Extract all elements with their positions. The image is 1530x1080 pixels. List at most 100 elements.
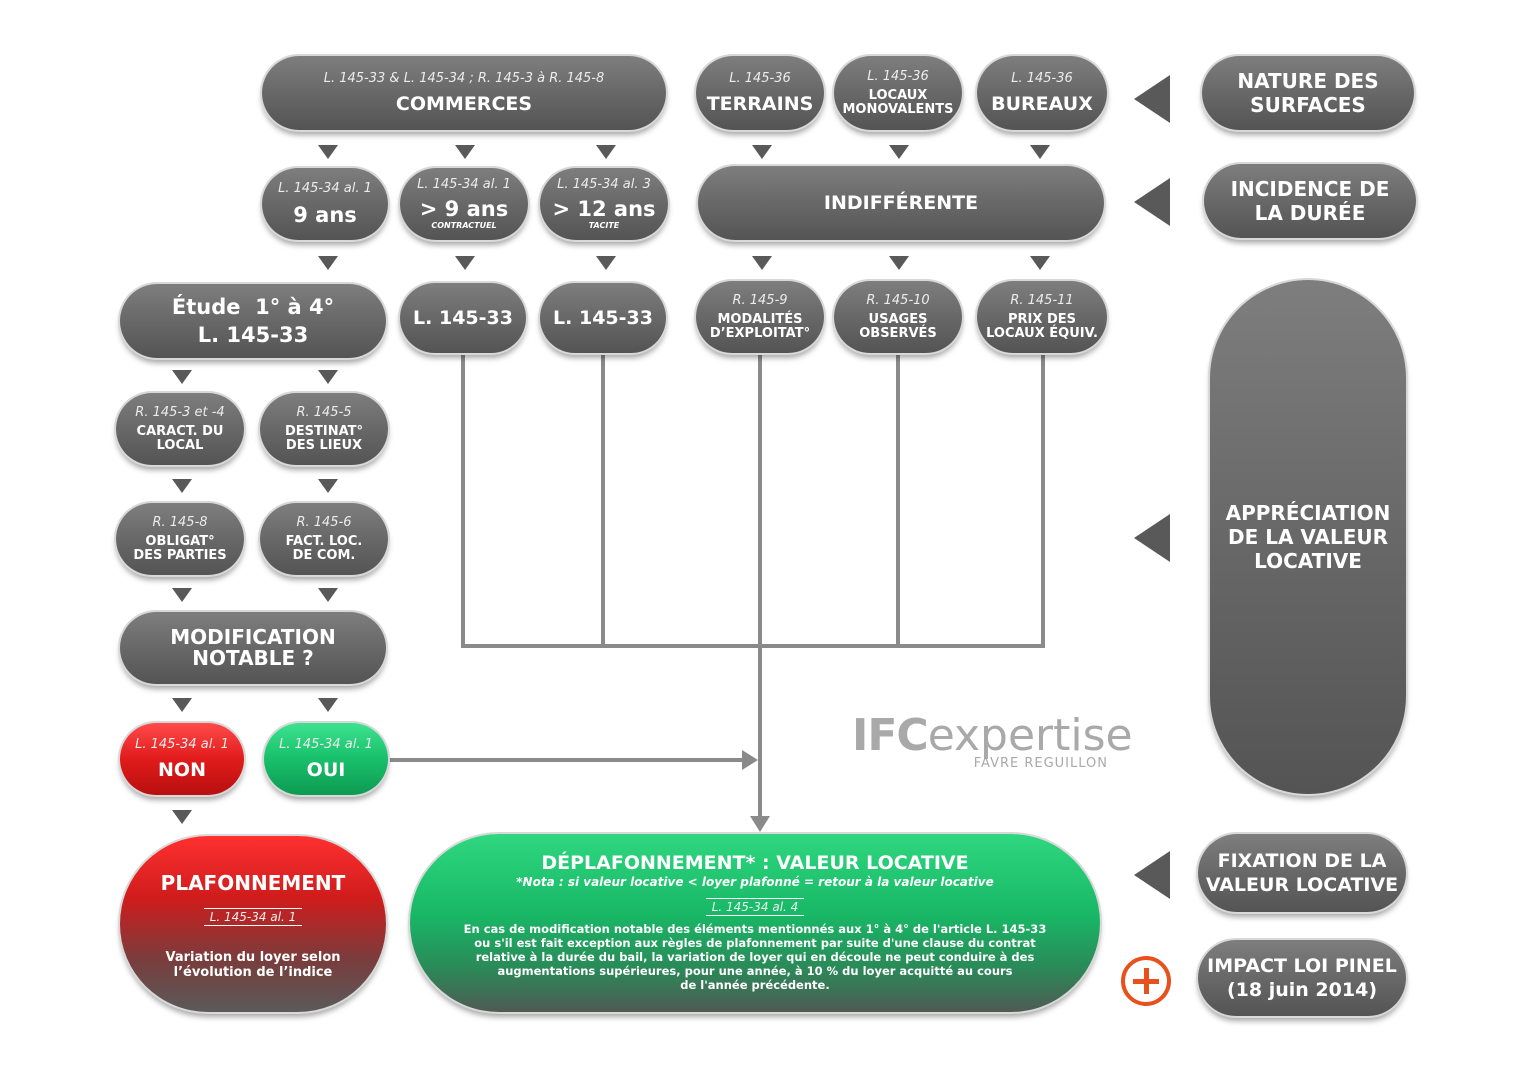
- non-ref: L. 145-34 al. 1: [135, 737, 229, 752]
- incidence-line1: INCIDENCE DE: [1230, 177, 1390, 201]
- plafonnement-line2: l’évolution de l’indice: [173, 965, 333, 980]
- usages-line1: USAGES: [868, 312, 928, 327]
- locaux-monovalents-node: L. 145-36 LOCAUX MONOVALENTS: [834, 56, 962, 130]
- etude-line2: L. 145-33: [197, 323, 309, 347]
- indifferente-label: INDIFFÉRENTE: [823, 192, 979, 214]
- caract-local-node: R. 145-3 et -4 CARACT. DU LOCAL: [116, 393, 244, 465]
- modalites-line2: D’EXPLOITAT°: [709, 326, 811, 341]
- nature-surfaces-category: NATURE DES SURFACES: [1202, 56, 1414, 130]
- duree-9-ans-node: L. 145-34 al. 1 9 ans: [262, 168, 388, 240]
- non-label: NON: [158, 759, 206, 781]
- arrow-down-icon: [596, 256, 616, 270]
- deplafonnement-ref: L. 145-34 al. 4: [705, 898, 805, 916]
- arrow-down-icon: [172, 370, 192, 384]
- plafonnement-line1: Variation du loyer selon: [165, 950, 341, 965]
- arrow-down-icon: [318, 588, 338, 602]
- duree-gt9-ref: L. 145-34 al. 1: [417, 177, 511, 192]
- l145-33-label-a: L. 145-33: [413, 307, 513, 329]
- usages-ref: R. 145-10: [866, 293, 930, 308]
- deplafonnement-body-4: augmentations supérieures, pour une anné…: [497, 964, 1013, 978]
- obligat-parties-node: R. 145-8 OBLIGAT° DES PARTIES: [116, 503, 244, 575]
- obligat-ref: R. 145-8: [152, 515, 208, 530]
- appreciation-line3: LOCATIVE: [1254, 549, 1362, 573]
- obligat-line2: DES PARTIES: [133, 548, 227, 563]
- ifc-expertise-logo: IFCexpertise FAVRE REGUILLON: [852, 710, 1133, 776]
- nature-line2: SURFACES: [1250, 93, 1366, 117]
- usages-line2: OBSERVÉS: [859, 326, 937, 341]
- destinat-ref: R. 145-5: [296, 405, 352, 420]
- arrow-down-icon: [318, 698, 338, 712]
- commerces-node: L. 145-33 & L. 145-34 ; R. 145-3 à R. 14…: [262, 56, 666, 130]
- impact-line1: IMPACT LOI PINEL: [1207, 955, 1397, 977]
- arrow-down-icon: [318, 479, 338, 493]
- obligat-line1: OBLIGAT°: [145, 534, 215, 549]
- bureaux-node: L. 145-36 BUREAUX: [977, 56, 1107, 130]
- l145-33-label-b: L. 145-33: [553, 307, 653, 329]
- triangle-left-icon: [1134, 75, 1170, 123]
- fact-loc-node: R. 145-6 FACT. LOC. DE COM.: [260, 503, 388, 575]
- locaux-ref: L. 145-36: [867, 69, 929, 84]
- logo-tagline: FAVRE REGUILLON: [973, 756, 1108, 771]
- arrow-down-icon: [318, 145, 338, 159]
- fact-ref: R. 145-6: [296, 515, 352, 530]
- arrowhead-right: [742, 750, 758, 770]
- commerces-ref: L. 145-33 & L. 145-34 ; R. 145-3 à R. 14…: [323, 71, 605, 86]
- duree-gt12-ref: L. 145-34 al. 3: [557, 177, 651, 192]
- incidence-duree-category: INCIDENCE DE LA DURÉE: [1204, 164, 1416, 238]
- appreciation-line1: APPRÉCIATION: [1225, 501, 1391, 525]
- arrow-down-icon: [889, 256, 909, 270]
- arrow-down-icon: [172, 810, 192, 824]
- bureaux-ref: L. 145-36: [1011, 71, 1073, 86]
- modification-notable-node: MODIFICATION NOTABLE ?: [120, 612, 386, 684]
- modalites-node: R. 145-9 MODALITÉS D’EXPLOITAT°: [696, 281, 824, 353]
- modif-line1: MODIFICATION: [170, 625, 336, 649]
- arrowhead-down: [750, 816, 770, 832]
- fixation-line1: FIXATION DE LA: [1217, 850, 1387, 872]
- deplafonnement-body-5: de l'année précédente.: [680, 978, 830, 992]
- logo-brand-bold: IFC: [852, 710, 929, 761]
- modalites-line1: MODALITÉS: [717, 312, 803, 327]
- triangle-left-icon: [1134, 514, 1170, 562]
- oui-label: OUI: [306, 759, 346, 781]
- bureaux-label: BUREAUX: [991, 93, 1093, 115]
- deplafonnement-body-2: ou s'il est fait exception aux règles de…: [474, 936, 1036, 950]
- duree-gt9-sub: CONTRACTUEL: [431, 221, 497, 230]
- arrow-down-icon: [1030, 145, 1050, 159]
- appreciation-category: APPRÉCIATION DE LA VALEUR LOCATIVE: [1210, 280, 1406, 794]
- l145-33-node-b: L. 145-33: [540, 283, 666, 353]
- nature-line1: NATURE DES: [1237, 69, 1379, 93]
- duree-9-ref: L. 145-34 al. 1: [278, 181, 372, 196]
- locaux-line2: MONOVALENTS: [842, 102, 954, 117]
- deplafonnement-body-1: En cas de modification notable des éléme…: [463, 922, 1047, 936]
- usages-node: R. 145-10 USAGES OBSERVÉS: [834, 281, 962, 353]
- caract-line2: LOCAL: [156, 438, 204, 453]
- arrow-down-icon: [596, 145, 616, 159]
- etude-node: Étude 1° à 4° L. 145-33: [120, 284, 386, 358]
- locaux-line1: LOCAUX: [868, 88, 928, 103]
- duree-gt9-label: > 9 ans: [419, 197, 509, 221]
- arrow-down-icon: [1030, 256, 1050, 270]
- terrains-ref: L. 145-36: [729, 71, 791, 86]
- deplafonnement-nota: *Nota : si valeur locative < loyer plafo…: [516, 875, 994, 889]
- modalites-ref: R. 145-9: [732, 293, 788, 308]
- indifferente-node: INDIFFÉRENTE: [698, 166, 1104, 240]
- duree-plus-12-ans-node: L. 145-34 al. 3 > 12 ans TACITE: [540, 168, 668, 240]
- plafonnement-title: PLAFONNEMENT: [160, 871, 346, 895]
- modif-line2: NOTABLE ?: [192, 646, 314, 670]
- prix-node: R. 145-11 PRIX DES LOCAUX ÉQUIV.: [977, 281, 1107, 353]
- arrow-down-icon: [172, 479, 192, 493]
- destinat-line2: DES LIEUX: [285, 438, 363, 453]
- destinat-lieux-node: R. 145-5 DESTINAT° DES LIEUX: [260, 393, 388, 465]
- l145-33-node-a: L. 145-33: [400, 283, 526, 353]
- arrow-down-icon: [455, 145, 475, 159]
- duree-plus-9-ans-node: L. 145-34 al. 1 > 9 ans CONTRACTUEL: [400, 168, 528, 240]
- terrains-node: L. 145-36 TERRAINS: [696, 56, 824, 130]
- arrow-down-icon: [172, 588, 192, 602]
- fixation-category: FIXATION DE LA VALEUR LOCATIVE: [1198, 834, 1406, 912]
- terrains-label: TERRAINS: [706, 93, 814, 115]
- prix-line2: LOCAUX ÉQUIV.: [986, 326, 1098, 341]
- oui-ref: L. 145-34 al. 1: [279, 737, 373, 752]
- appreciation-line2: DE LA VALEUR: [1227, 525, 1389, 549]
- incidence-line2: LA DURÉE: [1254, 201, 1366, 225]
